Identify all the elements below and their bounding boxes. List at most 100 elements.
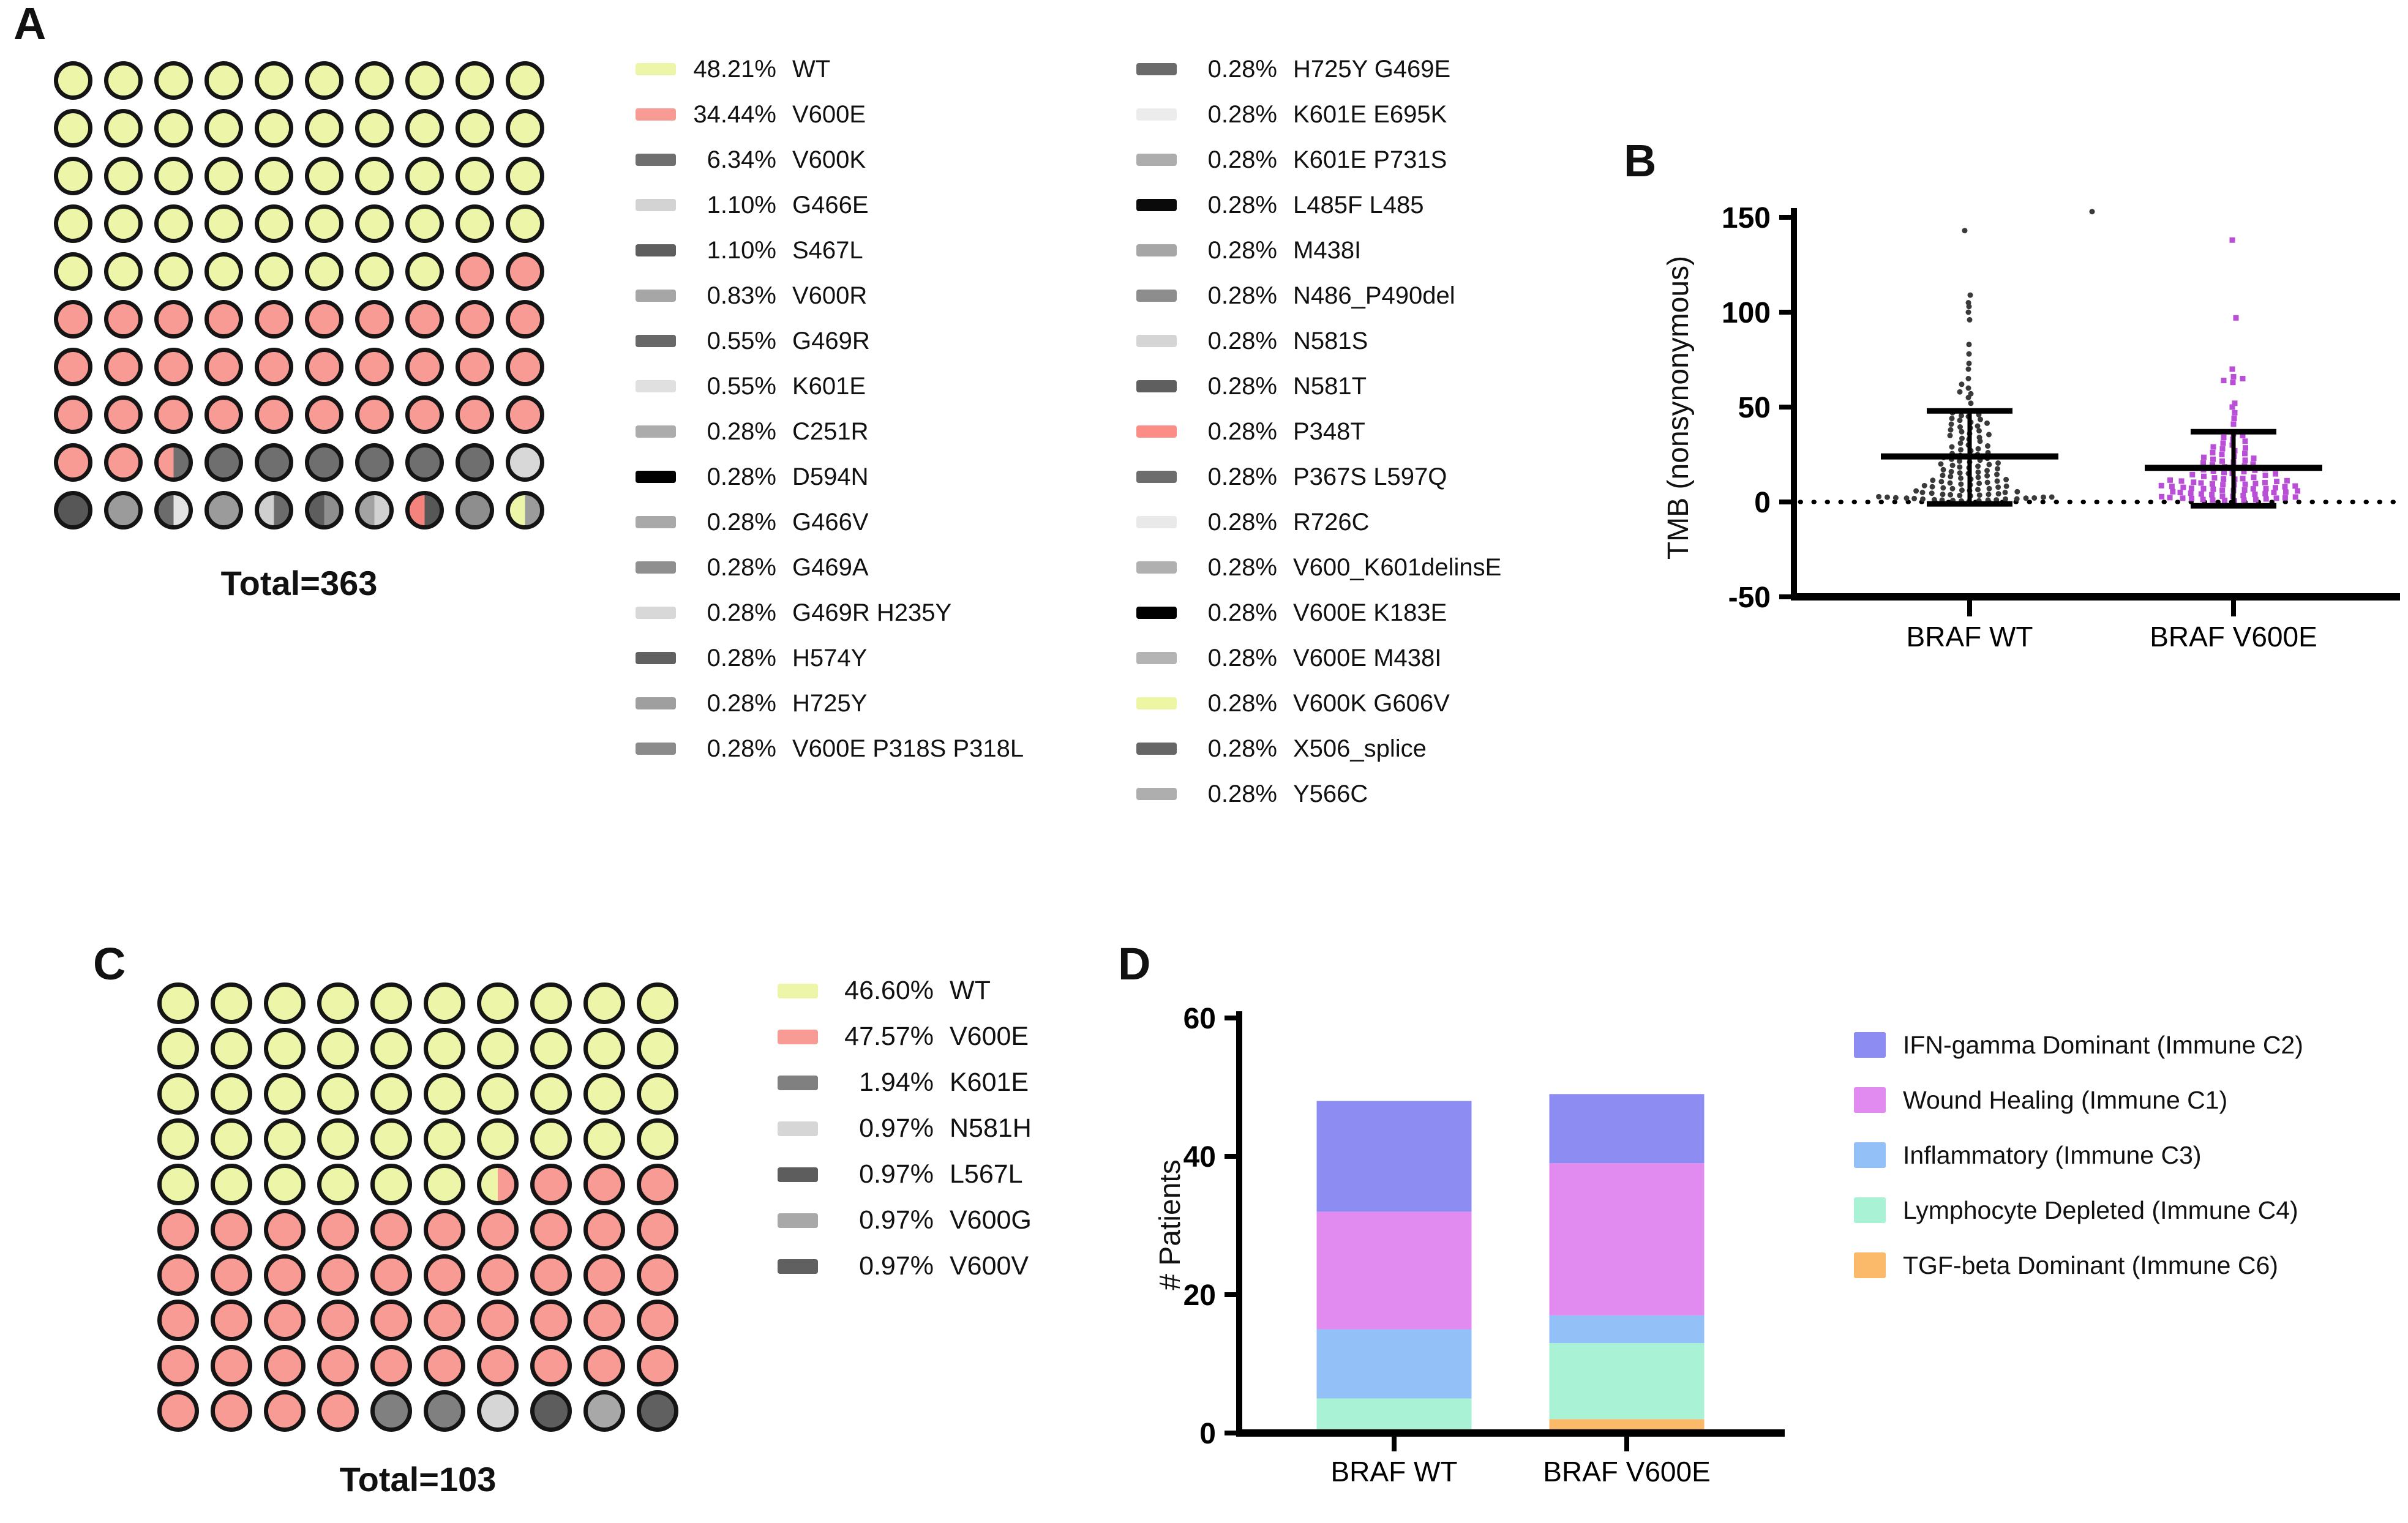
legend-percent: 0.28% — [1207, 372, 1277, 400]
waffle-cell — [255, 443, 293, 482]
waffle-cell — [317, 1390, 359, 1432]
legend-label: L485F L485 — [1293, 191, 1424, 219]
waffle-cell — [157, 1118, 199, 1160]
data-point — [1975, 469, 1981, 475]
data-point — [1975, 423, 1981, 429]
data-point — [1995, 466, 2000, 472]
data-point — [1967, 316, 1973, 323]
waffle-cell — [157, 982, 199, 1024]
legend-percent: 1.94% — [859, 1068, 934, 1097]
legend-item: 0.55%K601E — [636, 364, 1024, 409]
legend-swatch — [636, 697, 676, 709]
data-point — [2220, 440, 2226, 446]
scatter-group-braf-v600e — [2145, 237, 2322, 509]
waffle-cell — [154, 204, 193, 243]
legend-item: 0.28%H725Y G469E — [1136, 47, 1501, 92]
data-point — [2169, 484, 2175, 490]
waffle-cell — [317, 1345, 359, 1386]
waffle-cell — [530, 1209, 572, 1251]
data-point — [2221, 476, 2227, 482]
legend-swatch — [1136, 788, 1177, 800]
waffle-cell — [157, 1254, 199, 1296]
data-point — [1994, 478, 2000, 484]
data-point — [1975, 463, 1981, 470]
data-point — [2201, 473, 2207, 479]
legend-label: M438I — [1293, 236, 1362, 264]
waffle-cell — [370, 1118, 412, 1160]
data-point — [1957, 458, 1962, 464]
legend-percent: 6.34% — [707, 146, 776, 173]
legend-item: 0.28%M438I — [1136, 228, 1501, 273]
bar-segment — [1549, 1343, 1705, 1420]
legend-item: 6.34% V600K — [636, 137, 1024, 182]
legend-item: 0.28%C251R — [636, 409, 1024, 454]
waffle-cell — [154, 61, 193, 100]
legend-d: IFN-gamma Dominant (Immune C2)Wound Heal… — [1854, 1017, 2303, 1293]
data-point — [2242, 481, 2248, 487]
x-category-label: BRAF WT — [1331, 1456, 1458, 1487]
legend-label: V600K — [792, 146, 866, 173]
legend-item: Inflammatory (Immune C3) — [1854, 1128, 2303, 1183]
legend-label: K601E — [792, 372, 866, 400]
data-point — [2230, 421, 2237, 427]
total-label-a: Total=363 — [220, 564, 378, 602]
legend-item: 46.60%WT — [778, 968, 1032, 1014]
waffle-cell — [104, 300, 143, 339]
legend-swatch — [636, 199, 676, 211]
data-point — [1949, 416, 1955, 422]
waffle-cell — [255, 491, 293, 529]
legend-item: 0.28%H574Y — [636, 635, 1024, 681]
legend-label: V600E — [950, 1022, 1029, 1051]
data-point — [1966, 351, 1972, 357]
waffle-cell — [305, 204, 343, 243]
data-point — [2282, 495, 2288, 501]
data-point — [2229, 237, 2235, 243]
legend-label: V600E P318S P318L — [792, 735, 1024, 762]
legend-label: X506_splice — [1293, 735, 1427, 762]
y-tick-label: 150 — [1722, 202, 1771, 234]
data-point — [2229, 366, 2235, 372]
data-point — [2219, 487, 2226, 493]
waffle-cell — [456, 491, 494, 529]
y-tick-label: 100 — [1722, 297, 1771, 329]
panel-b-letter: B — [1624, 135, 1657, 186]
waffle-cell — [637, 1345, 678, 1386]
data-point — [1959, 435, 1965, 441]
legend-percent: 0.28% — [1207, 553, 1277, 581]
data-point — [1947, 433, 1953, 438]
waffle-cell — [104, 443, 143, 482]
waffle-cell — [204, 157, 243, 195]
data-point — [1948, 468, 1954, 474]
legend-percent: 0.28% — [1207, 689, 1277, 717]
data-point — [2219, 493, 2226, 500]
waffle-cell — [255, 109, 293, 148]
x-category-label: BRAF WT — [1907, 621, 2033, 653]
waffle-cell — [204, 61, 243, 100]
waffle-cell — [211, 1300, 252, 1341]
legend-label: H725Y G469E — [1293, 55, 1451, 83]
waffle-cell — [154, 252, 193, 291]
waffle-cell — [583, 982, 625, 1024]
waffle-cell — [305, 157, 343, 195]
data-point — [1959, 413, 1964, 419]
waffle-cell — [54, 204, 92, 243]
y-tick-label: 0 — [1199, 1418, 1216, 1450]
data-point — [1957, 424, 1963, 430]
waffle-cell — [506, 395, 544, 434]
waffle-cell — [211, 1254, 252, 1296]
waffle-cell — [264, 1254, 306, 1296]
waffle-cell — [530, 1390, 572, 1432]
data-point — [1940, 473, 1946, 479]
data-point — [1885, 494, 1890, 500]
data-point — [2210, 456, 2216, 462]
waffle-cell — [477, 1254, 519, 1296]
legend-swatch — [1136, 290, 1177, 302]
waffle-cell — [104, 204, 143, 243]
waffle-cell — [154, 300, 193, 339]
waffle-cell — [506, 204, 544, 243]
waffle-cell — [477, 1073, 519, 1115]
legend-item: 0.97%L567L — [778, 1151, 1032, 1197]
waffle-cell — [157, 1164, 199, 1205]
waffle-cell — [204, 252, 243, 291]
